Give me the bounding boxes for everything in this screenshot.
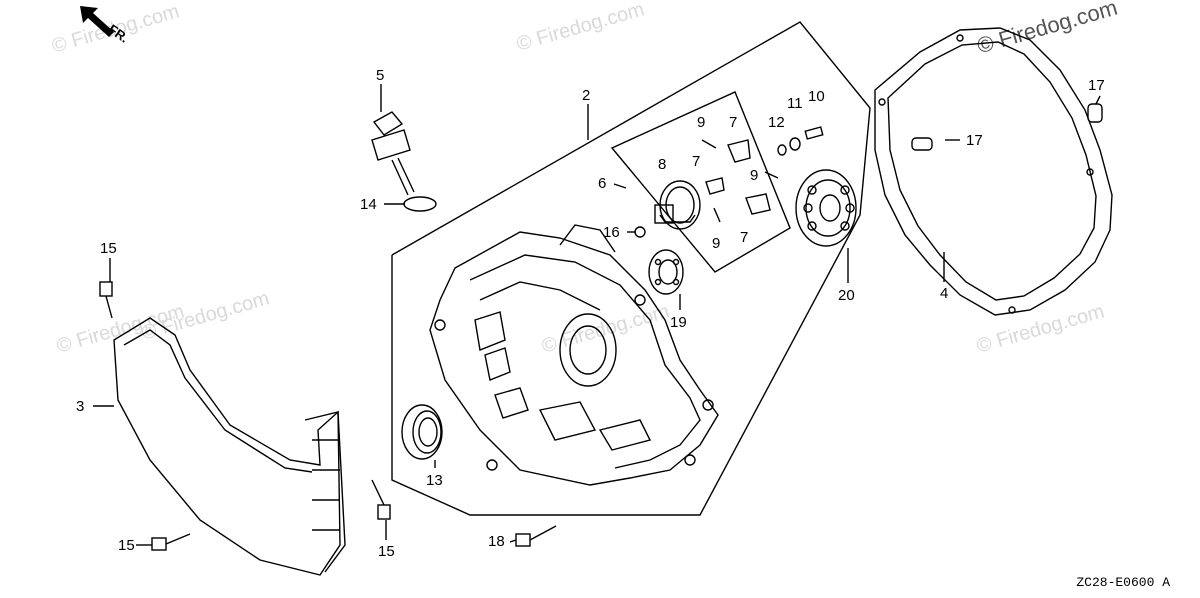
cover-plate-3 — [113, 317, 346, 576]
gasket-4 — [874, 27, 1113, 316]
o-ring-14 — [403, 196, 437, 212]
bolt-18 — [515, 525, 557, 547]
callout-9c: 9 — [712, 235, 720, 252]
governor-subassembly-outline — [610, 91, 791, 273]
bolt-15-top — [99, 281, 113, 319]
callout-7c: 7 — [740, 229, 748, 246]
callout-5: 5 — [376, 67, 384, 84]
front-arrow-icon — [80, 6, 114, 37]
callout-17a: 17 — [1088, 77, 1105, 94]
callout-20: 20 — [838, 287, 855, 304]
bolt-15-left — [151, 533, 191, 551]
callout-8: 8 — [658, 156, 666, 173]
callout-19: 19 — [670, 314, 687, 331]
callout-16: 16 — [603, 224, 620, 241]
callout-15-right: 15 — [378, 543, 395, 560]
callout-15-left: 15 — [118, 537, 135, 554]
diagram-code-suffix: A — [1162, 575, 1170, 590]
callout-9b: 9 — [750, 167, 758, 184]
bearing-19 — [648, 249, 684, 295]
washer-11 — [789, 137, 801, 151]
dowel-17a — [1087, 103, 1103, 123]
dowel-17b — [911, 137, 933, 151]
pin-9a — [701, 139, 717, 149]
callout-15-top: 15 — [100, 240, 117, 257]
oil-seal-13 — [401, 404, 443, 460]
callout-17b: 17 — [966, 132, 983, 149]
weight-7c — [745, 193, 771, 215]
callout-13: 13 — [426, 472, 443, 489]
case-cover — [429, 224, 719, 486]
diagram-code: ZC28-E0600 A — [1076, 575, 1170, 590]
pin-9b — [764, 171, 779, 179]
callout-18: 18 — [488, 533, 505, 550]
oil-filler-cap-5 — [371, 111, 415, 196]
washer-16 — [634, 226, 646, 238]
callout-7a: 7 — [729, 114, 737, 131]
callout-3: 3 — [76, 398, 84, 415]
callout-10: 10 — [808, 88, 825, 105]
weight-7b — [705, 177, 725, 195]
callout-14: 14 — [360, 196, 377, 213]
bearing-20 — [795, 169, 857, 247]
callout-11: 11 — [787, 95, 803, 112]
bolt-10 — [804, 126, 824, 140]
governor-gear-8 — [654, 180, 701, 230]
callout-7b: 7 — [692, 153, 700, 170]
pin-9c — [713, 207, 721, 223]
assembly-outline — [391, 21, 871, 516]
callout-4: 4 — [940, 285, 948, 302]
callout-9a: 9 — [697, 114, 705, 131]
callout-6: 6 — [598, 175, 606, 192]
callout-2: 2 — [582, 87, 590, 104]
washer-12 — [777, 144, 787, 156]
diagram-code-text: ZC28-E0600 — [1076, 575, 1155, 590]
weight-7a — [727, 139, 751, 163]
bolt-15-right — [371, 479, 391, 520]
callout-12: 12 — [768, 114, 785, 131]
